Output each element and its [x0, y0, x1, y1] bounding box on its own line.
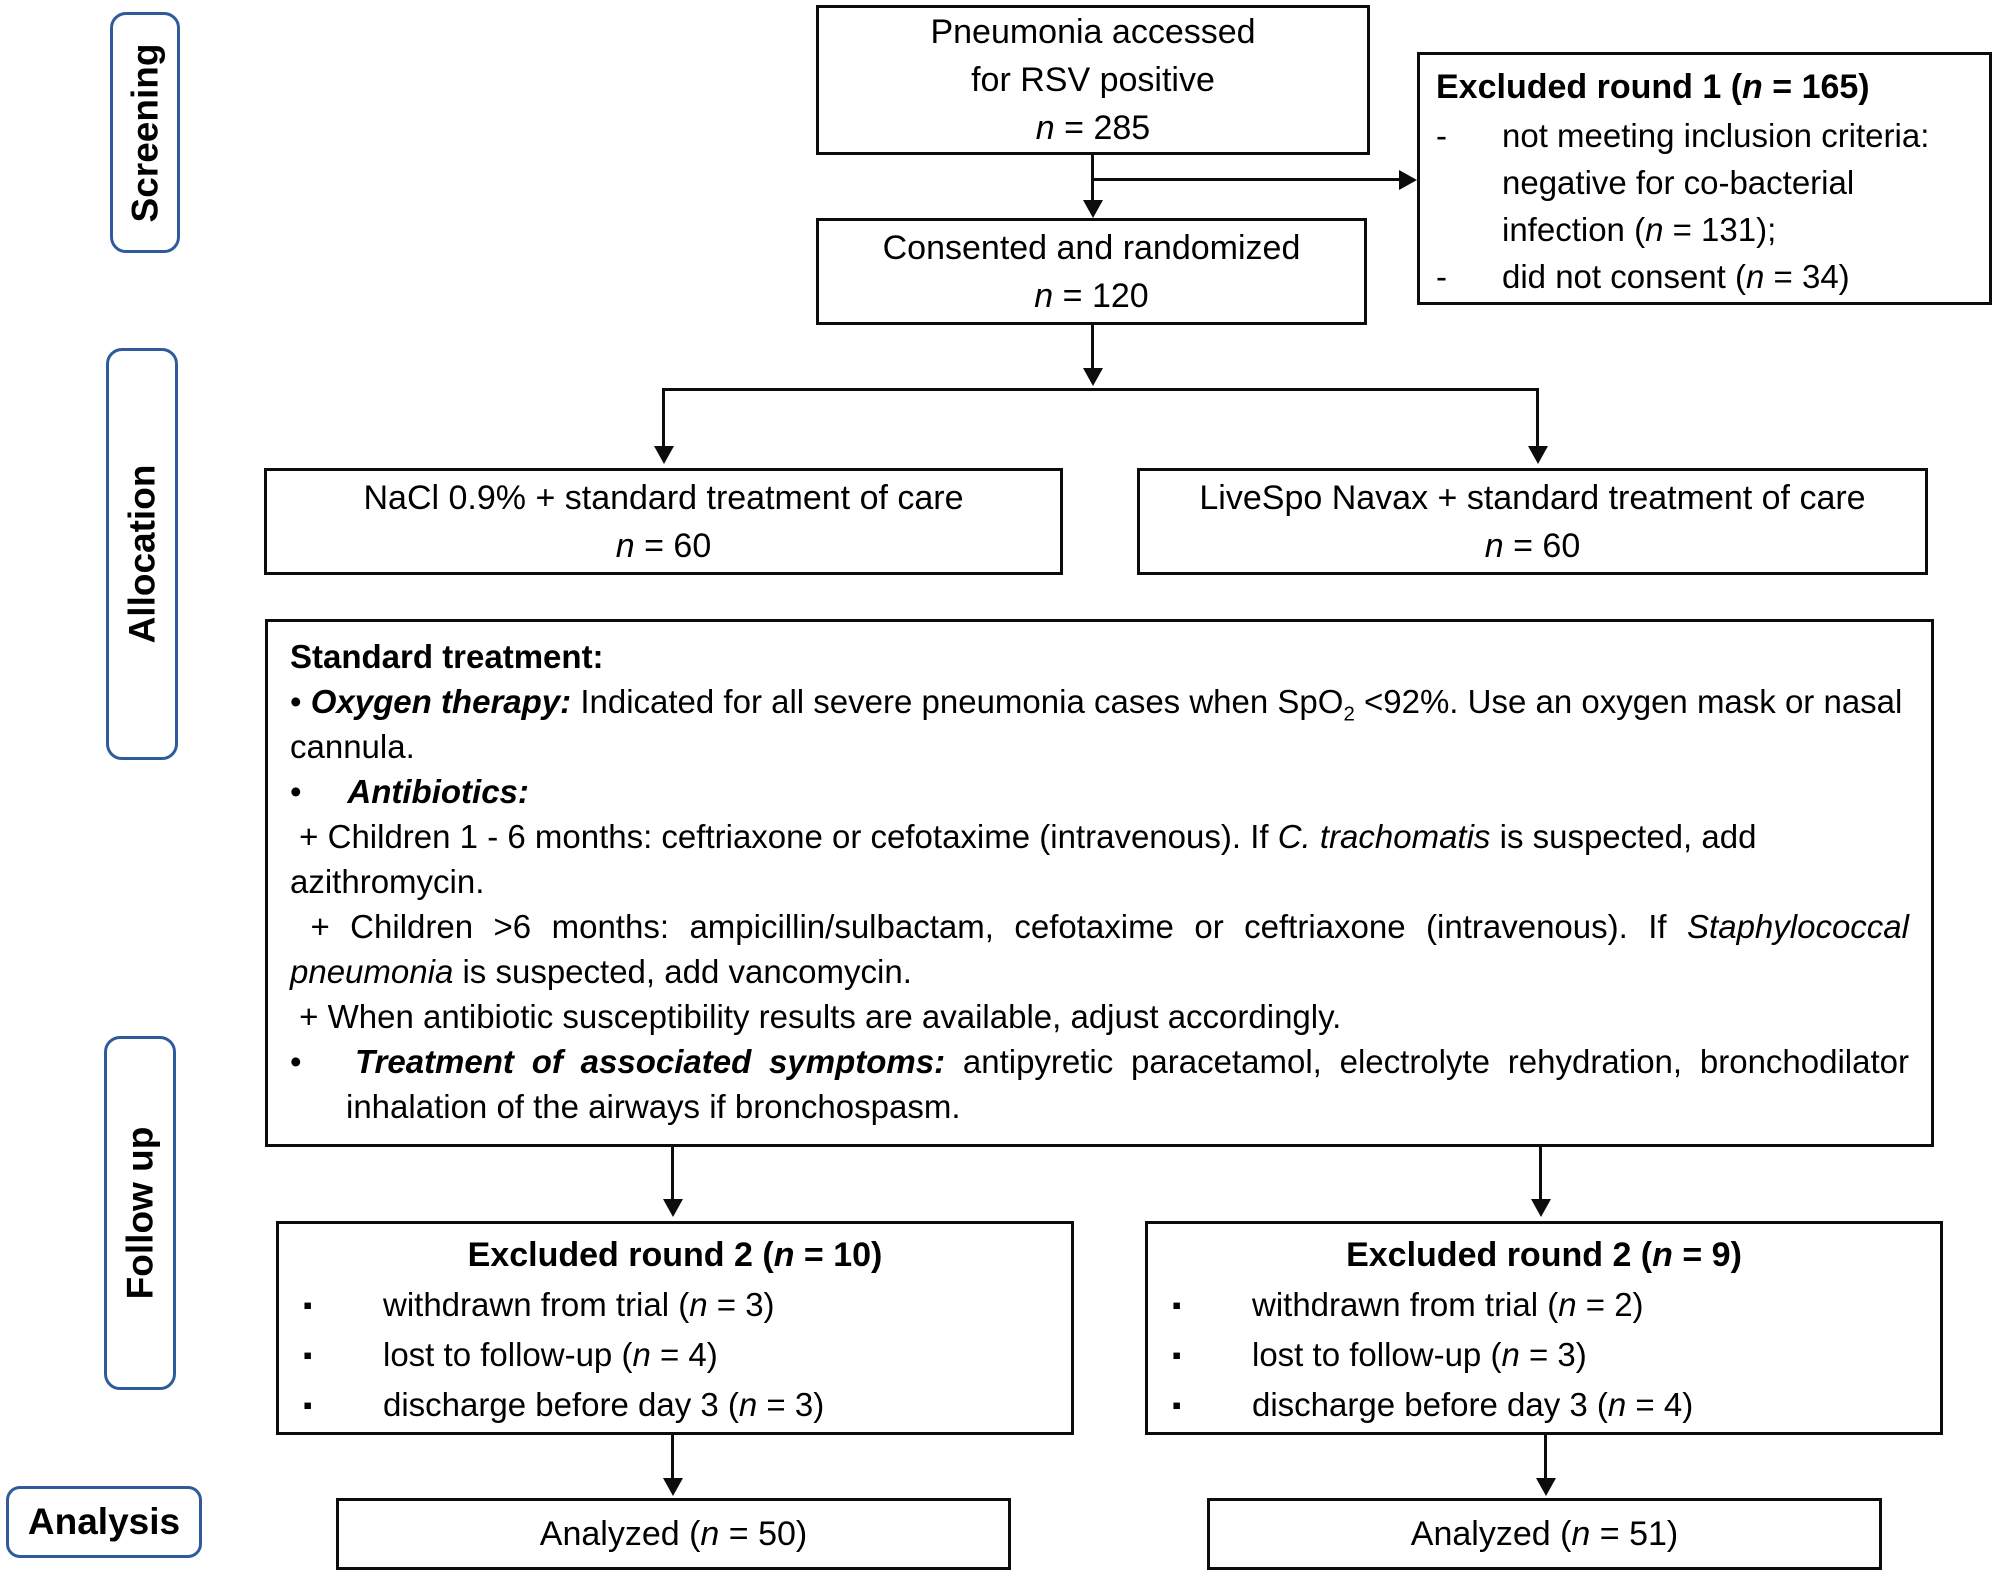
treatment-antibiotics-infants: + Children 1 - 6 months: ceftriaxone or …: [290, 818, 1757, 900]
list-item: - did not consent (n = 34): [1436, 253, 1973, 300]
excluded2-control-item-3: discharge before day 3 (n = 3): [383, 1386, 825, 1423]
box-excluded-round-2-control: Excluded round 2 (n = 10) ▪ withdrawn fr…: [276, 1221, 1074, 1435]
stage-label-allocation: Allocation: [106, 348, 178, 760]
connector-excluded2-to-analyzed-control: [671, 1435, 674, 1480]
excluded2-control-item-1: withdrawn from trial (n = 3): [383, 1286, 775, 1323]
arrowhead-down-icon: [1083, 368, 1103, 386]
arrowhead-down-icon: [1531, 1199, 1551, 1217]
square-bullet: ▪: [303, 1390, 313, 1420]
list-item: ▪ discharge before day 3 (n = 3): [299, 1380, 1051, 1430]
arrowhead-down-icon: [1528, 446, 1548, 464]
box-analyzed-control-line: Analyzed (n = 50): [539, 1515, 808, 1553]
list-item: - not meeting inclusion criteria: negati…: [1436, 112, 1973, 253]
box-screened: Pneumonia accessed for RSV positive n = …: [816, 5, 1370, 155]
box-allocation-livespo-line1: LiveSpo Navax + standard treatment of ca…: [1199, 478, 1866, 517]
box-screened-line2: for RSV positive: [971, 61, 1215, 99]
connector-split-to-control: [662, 388, 665, 448]
treatment-antibiotics-heading: • Antibiotics:: [290, 773, 529, 810]
arrowhead-down-icon: [663, 1199, 683, 1217]
arrowhead-right-icon: [1399, 170, 1417, 190]
box-standard-treatment: Standard treatment: • Oxygen therapy: In…: [265, 619, 1934, 1147]
list-item: ▪ discharge before day 3 (n = 4): [1168, 1380, 1920, 1430]
square-bullet: ▪: [1172, 1290, 1182, 1320]
stage-label-screening: Screening: [110, 12, 180, 253]
box-allocation-control-line2: n = 60: [615, 526, 712, 565]
stage-label-analysis-text: Analysis: [27, 1501, 181, 1542]
box-excluded-round-1: Excluded round 1 (n = 165) - not meeting…: [1417, 52, 1992, 305]
square-bullet: ▪: [1172, 1340, 1182, 1370]
connector-split-to-livespo: [1536, 388, 1539, 448]
stage-label-follow-up-text: Follow up: [119, 1126, 160, 1300]
box-allocation-control: NaCl 0.9% + standard treatment of care n…: [264, 468, 1063, 575]
treatment-antibiotics-older: + Children >6 months: ampicillin/sulbact…: [290, 908, 1909, 990]
treatment-heading: Standard treatment:: [290, 638, 604, 675]
box-excluded-round-2-livespo-title: Excluded round 2 (n = 9): [1346, 1236, 1742, 1274]
box-allocation-control-line1: NaCl 0.9% + standard treatment of care: [363, 478, 964, 517]
connector-consented-to-split: [1091, 325, 1094, 370]
connector-excluded2-to-analyzed-livespo: [1544, 1435, 1547, 1480]
stage-label-analysis: Analysis: [6, 1486, 202, 1558]
stage-label-follow-up: Follow up: [104, 1036, 176, 1390]
box-analyzed-livespo: Analyzed (n = 51): [1207, 1498, 1882, 1570]
box-excluded-round-2-livespo: Excluded round 2 (n = 9) ▪ withdrawn fro…: [1145, 1221, 1943, 1435]
stage-label-allocation-text: Allocation: [121, 464, 162, 644]
excluded2-livespo-item-1: withdrawn from trial (n = 2): [1252, 1286, 1644, 1323]
excluded1-item-1: not meeting inclusion criteria: negative…: [1502, 117, 1930, 248]
box-analyzed-livespo-line: Analyzed (n = 51): [1410, 1515, 1679, 1553]
box-analyzed-control: Analyzed (n = 50): [336, 1498, 1011, 1570]
treatment-associated-symptoms: • Treatment of associated symptoms: anti…: [290, 1043, 1910, 1125]
box-screened-line3: n = 285: [1035, 109, 1151, 147]
excluded2-livespo-item-2: lost to follow-up (n = 3): [1252, 1336, 1587, 1373]
connector-screened-to-excluded1: [1091, 178, 1401, 181]
treatment-susceptibility: + When antibiotic susceptibility results…: [290, 998, 1342, 1035]
box-excluded-round-2-control-title: Excluded round 2 (n = 10): [467, 1236, 883, 1274]
dash-bullet: -: [1436, 258, 1447, 295]
box-consented-line1: Consented and randomized: [882, 228, 1301, 267]
box-excluded-round-1-title: Excluded round 1 (n = 165): [1436, 68, 1870, 106]
connector-split-line: [662, 388, 1539, 391]
excluded2-livespo-item-3: discharge before day 3 (n = 4): [1252, 1386, 1694, 1423]
box-screened-line1: Pneumonia accessed: [930, 13, 1256, 51]
connector-treatment-to-excluded2-control: [671, 1147, 674, 1201]
connector-treatment-to-excluded2-livespo: [1539, 1147, 1542, 1201]
box-allocation-livespo: LiveSpo Navax + standard treatment of ca…: [1137, 468, 1928, 575]
arrowhead-down-icon: [1083, 200, 1103, 218]
list-item: ▪ withdrawn from trial (n = 2): [1168, 1280, 1920, 1330]
arrowhead-down-icon: [1536, 1478, 1556, 1496]
box-consented: Consented and randomized n = 120: [816, 218, 1367, 325]
square-bullet: ▪: [303, 1290, 313, 1320]
stage-label-screening-text: Screening: [124, 43, 165, 222]
square-bullet: ▪: [303, 1340, 313, 1370]
square-bullet: ▪: [1172, 1390, 1182, 1420]
list-item: ▪ withdrawn from trial (n = 3): [299, 1280, 1051, 1330]
arrowhead-down-icon: [663, 1478, 683, 1496]
treatment-oxygen-therapy: • Oxygen therapy: Indicated for all seve…: [290, 683, 1903, 765]
excluded2-control-item-2: lost to follow-up (n = 4): [383, 1336, 718, 1373]
excluded1-item-2: did not consent (n = 34): [1502, 258, 1850, 295]
list-item: ▪ lost to follow-up (n = 3): [1168, 1330, 1920, 1380]
arrowhead-down-icon: [654, 446, 674, 464]
list-item: ▪ lost to follow-up (n = 4): [299, 1330, 1051, 1380]
dash-bullet: -: [1436, 117, 1447, 154]
box-allocation-livespo-line2: n = 60: [1484, 526, 1581, 565]
box-consented-line2: n = 120: [1034, 276, 1149, 315]
